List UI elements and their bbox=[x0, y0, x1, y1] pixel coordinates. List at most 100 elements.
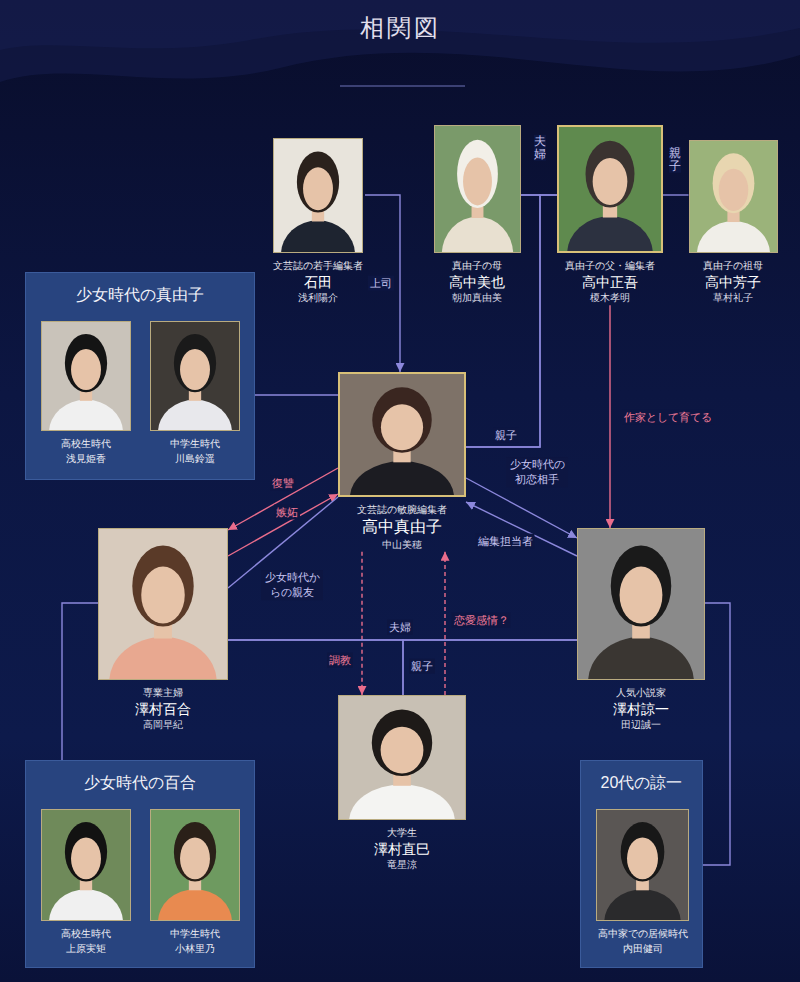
character-card: 大学生澤村直巳竜星涼 bbox=[338, 695, 466, 872]
figure-hair bbox=[174, 334, 216, 392]
era-label: 高校生時代 bbox=[61, 437, 111, 452]
era-label: 高校生時代 bbox=[61, 927, 111, 942]
chart-title: 相関図 bbox=[0, 12, 800, 44]
portrait-illustration bbox=[42, 322, 130, 430]
figure-face bbox=[71, 349, 101, 390]
relation-label: 上司 bbox=[368, 276, 394, 291]
figure-body bbox=[350, 461, 454, 495]
figure-face bbox=[381, 404, 423, 450]
relation-label: 調教 bbox=[327, 653, 353, 668]
figure-hair bbox=[586, 141, 635, 208]
character-card: 真由子の母高中美也朝加真由美 bbox=[434, 125, 521, 305]
figure-hair bbox=[132, 546, 193, 627]
portrait-photo bbox=[150, 321, 240, 431]
era-label: 高中家での居候時代 bbox=[598, 927, 688, 942]
actor-name: 川島鈴遥 bbox=[175, 452, 215, 467]
relation-connector bbox=[703, 603, 730, 865]
relation-connector bbox=[361, 552, 362, 695]
panel-heading: 少女時代の真由子 bbox=[76, 273, 204, 304]
actor-name: 高岡早紀 bbox=[143, 718, 183, 732]
figure-body bbox=[158, 889, 232, 920]
wave-decoration bbox=[0, 0, 800, 50]
portrait-photo bbox=[150, 809, 240, 921]
figure-hair bbox=[372, 710, 432, 776]
figure-body bbox=[349, 785, 455, 819]
actor-card: 高校生時代浅見姫香 bbox=[41, 321, 131, 466]
portrait-illustration bbox=[690, 141, 777, 252]
actor-name: 朝加真由美 bbox=[452, 291, 502, 305]
portrait-illustration bbox=[274, 139, 362, 252]
figure-hair bbox=[611, 546, 671, 627]
relation-label: 作家として育てる bbox=[622, 410, 714, 425]
panel-heading: 20代の諒一 bbox=[601, 761, 683, 792]
figure-face bbox=[463, 158, 492, 206]
relation-label: 嫉妬 bbox=[274, 505, 300, 520]
character-card: 真由子の父・編集者高中正吾榎木孝明 bbox=[557, 125, 663, 305]
actor-name: 小林里乃 bbox=[175, 942, 215, 957]
actor-name: 田辺誠一 bbox=[621, 718, 661, 732]
character-name: 高中正吾 bbox=[582, 273, 638, 291]
character-name: 石田 bbox=[304, 273, 332, 291]
relation-label: 親子 bbox=[409, 659, 435, 674]
role-text: 文芸誌の敏腕編集者 bbox=[357, 503, 447, 517]
role-text: 文芸誌の若手編集者 bbox=[273, 259, 363, 273]
era-label: 中学生時代 bbox=[170, 437, 220, 452]
relation-label: 夫婦 bbox=[387, 620, 413, 635]
character-name: 澤村直巳 bbox=[374, 840, 430, 858]
relation-connector bbox=[255, 394, 338, 395]
relation-label: 恋愛感情？ bbox=[452, 613, 511, 628]
title-rule bbox=[340, 86, 465, 87]
portrait-photo bbox=[338, 695, 466, 820]
character-name: 高中美也 bbox=[449, 273, 505, 291]
figure-face bbox=[303, 167, 333, 210]
portrait-photo bbox=[273, 138, 363, 253]
character-name: 澤村百合 bbox=[135, 700, 191, 718]
figure-face bbox=[71, 838, 101, 880]
figure-hair bbox=[712, 153, 754, 213]
figure-body bbox=[158, 400, 232, 430]
actor-name: 上原実矩 bbox=[66, 942, 106, 957]
figure-face bbox=[627, 838, 658, 880]
actor-name: 浅見姫香 bbox=[66, 452, 106, 467]
portrait-illustration bbox=[339, 696, 465, 819]
figure-body bbox=[567, 216, 653, 251]
relation-label: 少女時代からの親友 bbox=[261, 570, 323, 600]
actor-name: 榎木孝明 bbox=[590, 291, 630, 305]
figure-face bbox=[620, 567, 663, 624]
relation-label: 親子 bbox=[493, 428, 519, 443]
character-name: 高中真由子 bbox=[362, 517, 442, 538]
portrait-photo bbox=[577, 528, 705, 680]
relation-label: 親子 bbox=[669, 147, 681, 173]
portrait-photo bbox=[98, 528, 228, 680]
relation-connector bbox=[228, 494, 338, 556]
figure-body bbox=[441, 217, 512, 252]
relation-connector bbox=[663, 194, 689, 195]
actor-card: 中学生時代川島鈴遥 bbox=[150, 321, 240, 466]
relation-connector bbox=[228, 640, 403, 695]
figure-face bbox=[180, 349, 210, 390]
character-card: 文芸誌の敏腕編集者高中真由子中山美穂 bbox=[338, 372, 466, 552]
figure-body bbox=[109, 637, 217, 679]
character-card: 専業主婦澤村百合高岡早紀 bbox=[98, 528, 228, 732]
portrait-photo bbox=[41, 321, 131, 431]
figure-body bbox=[49, 400, 123, 430]
figure-body bbox=[49, 889, 123, 920]
portrait-illustration bbox=[340, 374, 464, 495]
actor-name: 内田健司 bbox=[623, 942, 663, 957]
era-panel: 少女時代の百合高校生時代上原実矩中学生時代小林里乃 bbox=[25, 760, 255, 968]
figure-hair bbox=[457, 140, 498, 208]
portrait-photo bbox=[596, 809, 689, 921]
figure-face bbox=[718, 169, 748, 211]
figure-hair bbox=[174, 822, 216, 881]
relation-connector bbox=[403, 640, 577, 695]
relation-label: 復讐 bbox=[270, 476, 296, 491]
relation-connector bbox=[609, 305, 610, 528]
figure-hair bbox=[65, 822, 107, 881]
actor-card: 高中家での居候時代内田健司 bbox=[596, 809, 690, 956]
character-card: 真由子の祖母高中芳子草村礼子 bbox=[689, 140, 778, 305]
era-panel: 少女時代の真由子高校生時代浅見姫香中学生時代川島鈴遥 bbox=[25, 272, 255, 480]
wave-decoration bbox=[0, 0, 800, 82]
figure-face bbox=[180, 838, 210, 880]
actor-name: 竜星涼 bbox=[387, 858, 417, 872]
relation-label: 少女時代の初恋相手 bbox=[506, 457, 568, 487]
